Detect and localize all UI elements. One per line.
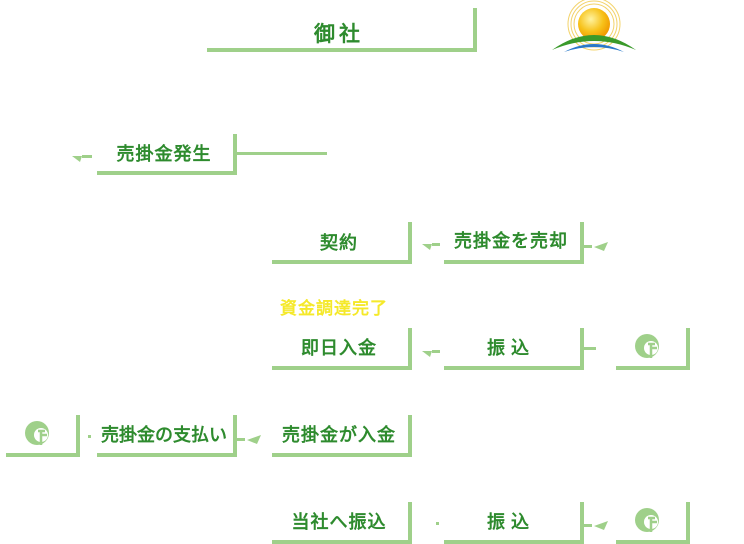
globe-person-icon xyxy=(635,334,659,358)
node-label: 振込 xyxy=(487,512,535,533)
connector-line xyxy=(237,152,327,155)
party-box xyxy=(6,415,80,457)
node-transfer-to-us: 当社へ振込 xyxy=(272,502,412,544)
party-box xyxy=(616,328,690,370)
node-receivable-deposit: 売掛金が入金 xyxy=(272,415,412,457)
node-transfer-1: 振込 xyxy=(444,328,584,370)
funding-complete-label: 資金調達完了 xyxy=(280,299,388,319)
node-label: 振込 xyxy=(487,338,535,359)
node-receivable-occurrence: 売掛金発生 xyxy=(97,134,237,175)
sun-horizon-logo-icon xyxy=(552,0,636,52)
node-label: 当社へ振込 xyxy=(291,512,387,533)
node-label: 売掛金の支払い xyxy=(101,425,227,446)
node-label: 契約 xyxy=(320,233,358,254)
box-border-bottom xyxy=(207,48,477,52)
node-label: 売掛金が入金 xyxy=(282,425,396,446)
box-border-right xyxy=(473,8,477,52)
node-contract: 契約 xyxy=(272,222,412,264)
node-label: 即日入金 xyxy=(301,338,377,359)
node-same-day-deposit: 即日入金 xyxy=(272,328,412,370)
globe-person-icon xyxy=(25,421,49,445)
company-title: 御社 xyxy=(314,22,364,46)
node-label: 売掛金を売却 xyxy=(454,231,568,252)
connector-line xyxy=(584,347,596,350)
node-receivable-payment: 売掛金の支払い xyxy=(97,415,237,457)
node-transfer-2: 振込 xyxy=(444,502,584,544)
connector-dot xyxy=(88,435,91,438)
party-box xyxy=(616,502,690,544)
company-title-box: 御社 xyxy=(207,8,477,52)
node-sell-receivable: 売掛金を売却 xyxy=(444,222,584,264)
globe-person-icon xyxy=(635,508,659,532)
node-label: 売掛金発生 xyxy=(116,144,212,165)
connector-dot xyxy=(436,522,439,525)
